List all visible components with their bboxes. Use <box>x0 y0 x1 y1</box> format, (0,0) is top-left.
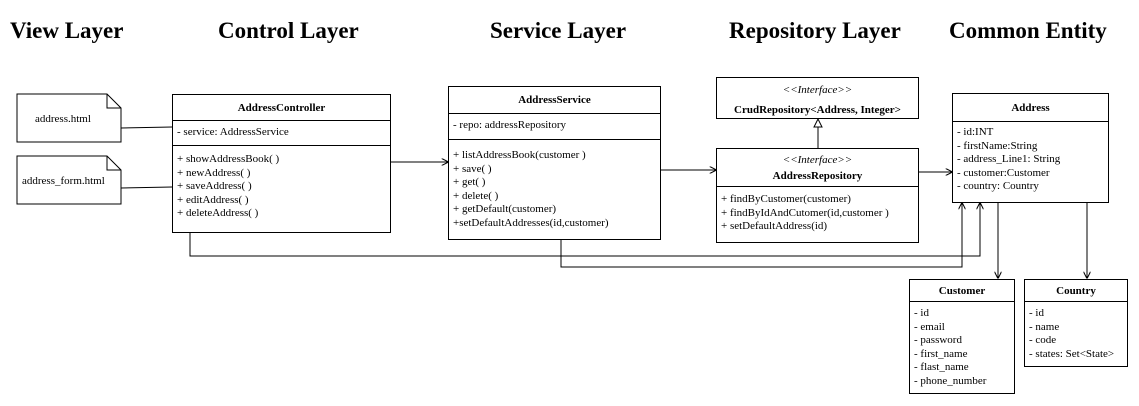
crud-repository-name: CrudRepository<Address, Integer> <box>734 104 901 116</box>
address-service-method: +setDefaultAddresses(id,customer) <box>453 216 609 229</box>
address-entity-attr: - address_Line1: String <box>957 153 1061 166</box>
address-repository-name: AddressRepository <box>772 169 863 182</box>
address-controller-class: AddressController - service: AddressServ… <box>172 94 391 233</box>
country-entity-name: Country <box>1025 280 1127 302</box>
address-controller-method: + newAddress( ) <box>177 166 251 179</box>
address-service-method: + get( ) <box>453 176 486 189</box>
customer-entity-attr: - first_name <box>914 347 968 360</box>
country-entity-class: Country - id - name - code - states: Set… <box>1024 279 1128 367</box>
country-entity-attr: - states: Set<State> <box>1029 347 1115 360</box>
address-html-label: address.html <box>35 113 91 125</box>
common-entity-title: Common Entity <box>949 18 1107 43</box>
address-controller-method: + editAddress( ) <box>177 193 249 206</box>
customer-entity-attr: - email <box>914 320 945 333</box>
country-entity-attr: - id <box>1029 307 1044 319</box>
address-repository-interface: <<Interface>> AddressRepository + findBy… <box>716 148 919 243</box>
address-entity-attr: - country: Country <box>957 180 1039 193</box>
customer-entity-attr: - password <box>914 334 962 347</box>
address-form-html-label: address_form.html <box>22 175 105 187</box>
crud-repository-interface: <<Interface>> CrudRepository<Address, In… <box>716 77 919 119</box>
customer-entity-attr: - id <box>914 307 929 319</box>
address-controller-method: + saveAddress( ) <box>177 180 252 193</box>
address-entity-attr: - firstName:String <box>957 139 1038 152</box>
customer-entity-attr: - phone_number <box>914 374 987 387</box>
address-repository-method: + findByCustomer(customer) <box>721 193 851 205</box>
service-layer-title: Service Layer <box>490 18 627 43</box>
generalization-triangle <box>813 117 823 128</box>
address-service-method: + listAddressBook(customer ) <box>453 149 586 161</box>
address-controller-attr: - service: AddressService <box>177 126 289 138</box>
customer-entity-class: Customer - id - email - password - first… <box>909 279 1015 394</box>
view-layer-title: View Layer <box>10 18 124 43</box>
connector-address-html <box>120 126 173 129</box>
address-repository-method: + findByIdAndCutomer(id,customer ) <box>721 206 889 219</box>
address-repository-method: + setDefaultAddress(id) <box>721 220 828 233</box>
address-service-method: + save( ) <box>453 162 492 175</box>
repository-layer-title: Repository Layer <box>729 18 901 43</box>
control-layer-title: Control Layer <box>218 18 359 43</box>
connector-controller-address <box>189 203 980 257</box>
country-entity-attr: - name <box>1029 320 1060 333</box>
customer-entity-attr: - flast_name <box>914 361 969 374</box>
address-service-method: + delete( ) <box>453 189 499 202</box>
address-controller-method: + showAddressBook( ) <box>177 153 280 165</box>
crud-repository-stereotype: <<Interface>> <box>782 84 853 96</box>
address-form-html-note <box>16 155 122 205</box>
address-html-note <box>16 93 122 143</box>
address-repository-stereotype: <<Interface>> <box>782 153 853 166</box>
address-entity-class: Address - id:INT - firstName:String - ad… <box>952 93 1109 203</box>
address-service-attr: - repo: addressRepository <box>453 119 567 131</box>
address-service-method: + getDefault(customer) <box>453 203 557 216</box>
address-entity-attr: - customer:Customer <box>957 166 1050 179</box>
country-entity-attr: - code <box>1029 334 1057 347</box>
address-controller-method: + deleteAddress( ) <box>177 207 259 220</box>
address-controller-name: AddressController <box>173 95 390 121</box>
address-service-class: AddressService - repo: addressRepository… <box>448 86 661 240</box>
address-service-name: AddressService <box>449 87 660 114</box>
address-entity-attr: - id:INT <box>957 126 994 138</box>
address-entity-name: Address <box>953 94 1108 122</box>
connector-address-form-html <box>120 186 173 189</box>
customer-entity-name: Customer <box>910 280 1014 302</box>
connector-service-address <box>560 203 962 268</box>
